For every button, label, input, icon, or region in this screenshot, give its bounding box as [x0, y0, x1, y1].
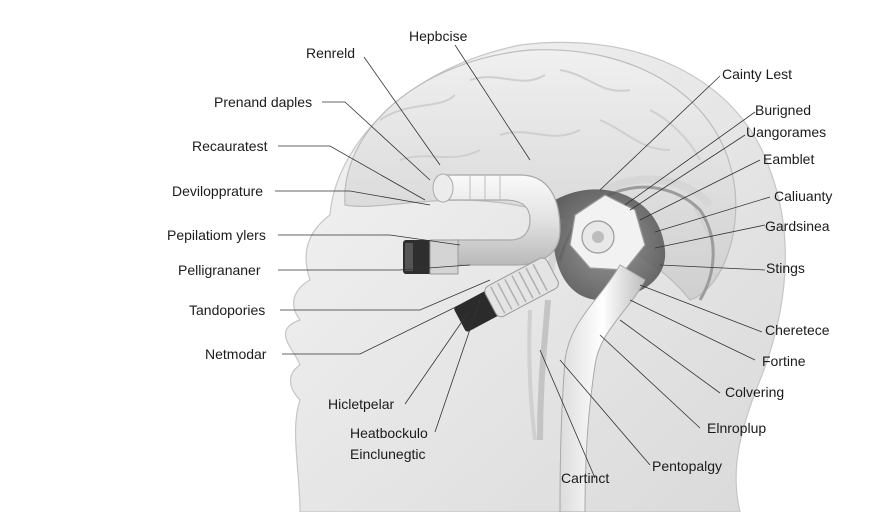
label-recauratest: Recauratest — [192, 138, 268, 154]
label-elnroplup: Elnroplup — [707, 420, 767, 436]
label-gardsinea: Gardsinea — [765, 218, 830, 234]
label-hicletpelar: Hicletpelar — [328, 396, 395, 412]
label-stings: Stings — [766, 260, 805, 276]
label-caliuanty: Caliuanty — [774, 188, 833, 204]
label-devilopprature: Devilopprature — [172, 183, 264, 199]
valve-gear — [569, 194, 646, 271]
label-pepilatiom-ylers: Pepilatiom ylers — [167, 227, 266, 243]
label-cartinct: Cartinct — [561, 470, 610, 486]
label-cheretece: Cheretece — [765, 322, 830, 338]
label-pelligrananer: Pelligrananer — [178, 262, 261, 278]
label-fortine: Fortine — [762, 353, 806, 369]
label-prenand-daples: Prenand daples — [214, 94, 313, 110]
label-pentopalgy: Pentopalgy — [652, 458, 723, 474]
lower-connector — [454, 257, 559, 332]
label-cainty-lest: Cainty Lest — [722, 66, 793, 82]
label-einclunegtic: Einclunegtic — [350, 446, 426, 462]
descending-cable — [527, 264, 646, 512]
leader-lines — [275, 44, 771, 479]
label-netmodar: Netmodar — [205, 346, 267, 362]
label-uangorames: Uangorames — [746, 124, 827, 140]
label-hepbcise: Hepbcise — [409, 28, 468, 44]
label-colvering: Colvering — [725, 384, 785, 400]
front-connector — [403, 239, 459, 275]
label-heatbockulo: Heatbockulo — [350, 425, 428, 441]
label-renreld: Renreld — [306, 45, 356, 61]
curved-tube — [432, 173, 561, 266]
label-eamblet: Eamblet — [763, 151, 815, 167]
label-burigned: Burigned — [755, 102, 812, 118]
label-tandopories: Tandopories — [189, 302, 266, 318]
